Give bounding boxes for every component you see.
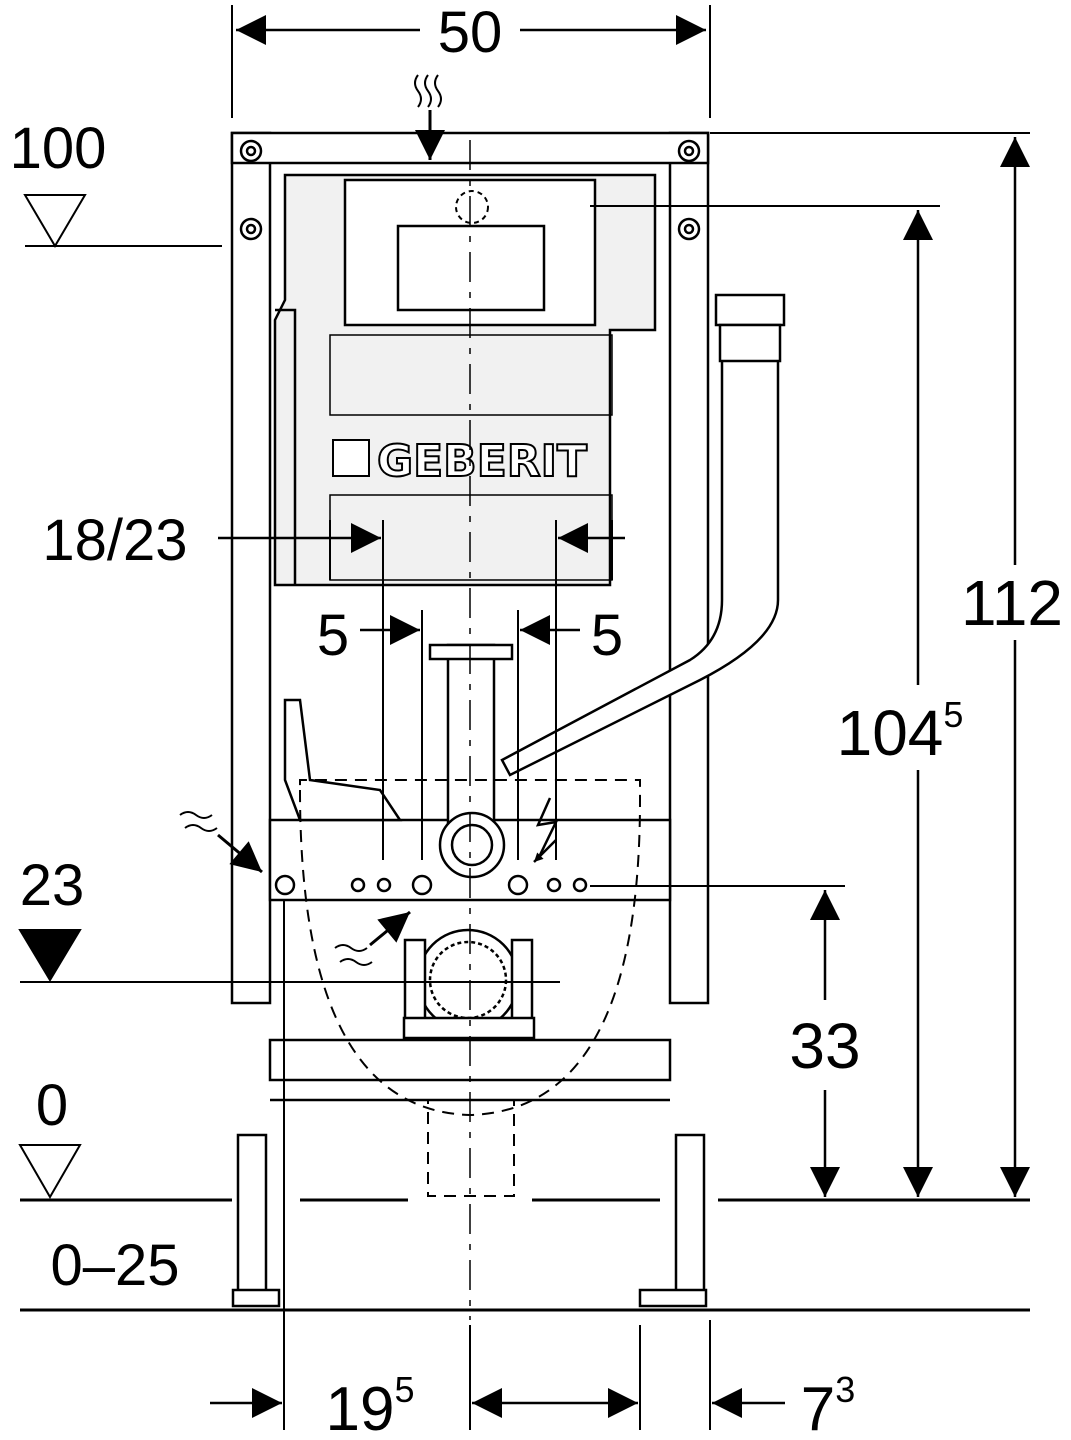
dim-level-waste: 23 xyxy=(20,853,85,918)
water-supply-icon xyxy=(179,74,445,966)
dim-bottom-left: 195 xyxy=(326,1369,415,1440)
dim-height-cistern: 1045 xyxy=(837,694,964,769)
dim-drain-spacing: 18/23 xyxy=(42,508,187,573)
brand-logo: GEBERIT xyxy=(332,435,588,488)
dimension-arrows xyxy=(210,15,1030,1418)
mounting-holes xyxy=(239,139,701,896)
dim-offset-right: 5 xyxy=(591,603,623,668)
dim-level-floor: 0 xyxy=(36,1073,68,1138)
dim-width-total: 50 xyxy=(438,0,503,65)
cistern xyxy=(273,173,657,587)
dim-adjust-range: 0–25 xyxy=(50,1233,179,1298)
dim-height-total: 112 xyxy=(961,567,1063,639)
level-lines xyxy=(20,5,1030,1430)
dim-offset-left: 5 xyxy=(317,603,349,668)
dim-waste-height: 33 xyxy=(789,1010,860,1082)
level-marker-icon xyxy=(18,194,87,1200)
electric-icon xyxy=(533,797,559,863)
brand-name: GEBERIT xyxy=(377,436,587,487)
dim-bottom-right: 73 xyxy=(801,1369,856,1440)
pipes xyxy=(283,293,786,1040)
dim-level-top: 100 xyxy=(10,116,107,181)
